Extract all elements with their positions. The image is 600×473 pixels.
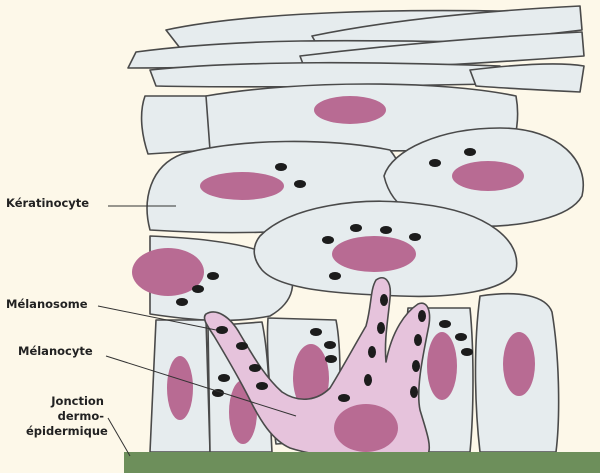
melanosome bbox=[439, 320, 451, 328]
nucleus bbox=[200, 172, 284, 200]
melanosome bbox=[414, 334, 422, 346]
melanocyte bbox=[203, 276, 431, 460]
melanosome bbox=[218, 374, 230, 382]
melanosome-leader bbox=[97, 305, 217, 331]
melanosome bbox=[464, 148, 476, 156]
keratinocyte-center bbox=[253, 200, 518, 298]
nucleus bbox=[334, 404, 398, 452]
melanosome bbox=[176, 298, 188, 306]
nucleus bbox=[427, 332, 457, 400]
melanosome bbox=[256, 382, 268, 390]
melanosome bbox=[429, 159, 441, 167]
melanosome bbox=[236, 342, 248, 350]
melanosome bbox=[368, 346, 376, 358]
melanosome bbox=[249, 364, 261, 372]
melanosome bbox=[380, 294, 388, 306]
keratinocyte-upper bbox=[140, 83, 519, 155]
melanosome bbox=[324, 341, 336, 349]
junction-label-line-1: Jonction bbox=[51, 394, 104, 408]
melanosome bbox=[212, 389, 224, 397]
melanosome bbox=[329, 272, 341, 280]
melanosome bbox=[207, 272, 219, 280]
melanosome bbox=[364, 374, 372, 386]
melanosome bbox=[310, 328, 322, 336]
nucleus bbox=[167, 356, 193, 420]
junction-leader bbox=[107, 417, 131, 457]
melanosomes bbox=[176, 148, 476, 402]
keratinocyte-middle-right bbox=[383, 127, 585, 228]
melanocyte-label: Mélanocyte bbox=[18, 344, 93, 358]
nucleus bbox=[314, 96, 386, 124]
nucleus bbox=[503, 332, 535, 396]
melanosome bbox=[410, 386, 418, 398]
melanosome bbox=[409, 233, 421, 241]
nucleus bbox=[132, 248, 204, 296]
corneum-layer bbox=[127, 5, 585, 93]
junction-label-line-3: épidermique bbox=[26, 424, 108, 438]
melanosome bbox=[377, 322, 385, 334]
keratinocyte-label: Kératinocyte bbox=[6, 196, 90, 210]
nucleus bbox=[452, 161, 524, 191]
leader-lines bbox=[97, 205, 297, 457]
melanosome bbox=[350, 224, 362, 232]
melanosome-label: Mélanosome bbox=[6, 297, 88, 311]
basement-membrane bbox=[124, 452, 600, 473]
melanosome bbox=[216, 326, 228, 334]
melanosome bbox=[275, 163, 287, 171]
melanosome bbox=[412, 360, 420, 372]
flat-cell bbox=[469, 63, 585, 93]
melanosome bbox=[380, 226, 392, 234]
melanosome bbox=[322, 236, 334, 244]
junction-label-line-2: dermo- bbox=[57, 409, 104, 423]
nucleus bbox=[332, 236, 416, 272]
melanosome bbox=[294, 180, 306, 188]
junction-label: Jonction dermo- épidermique bbox=[26, 394, 108, 439]
melanosome bbox=[338, 394, 350, 402]
melanosome bbox=[418, 310, 426, 322]
melanosome bbox=[455, 333, 467, 341]
melanosome bbox=[192, 285, 204, 293]
basal-cell bbox=[474, 292, 560, 453]
melanosome bbox=[325, 355, 337, 363]
melanocyte-leader bbox=[105, 355, 297, 417]
melanosome bbox=[461, 348, 473, 356]
flat-cell bbox=[149, 61, 501, 88]
